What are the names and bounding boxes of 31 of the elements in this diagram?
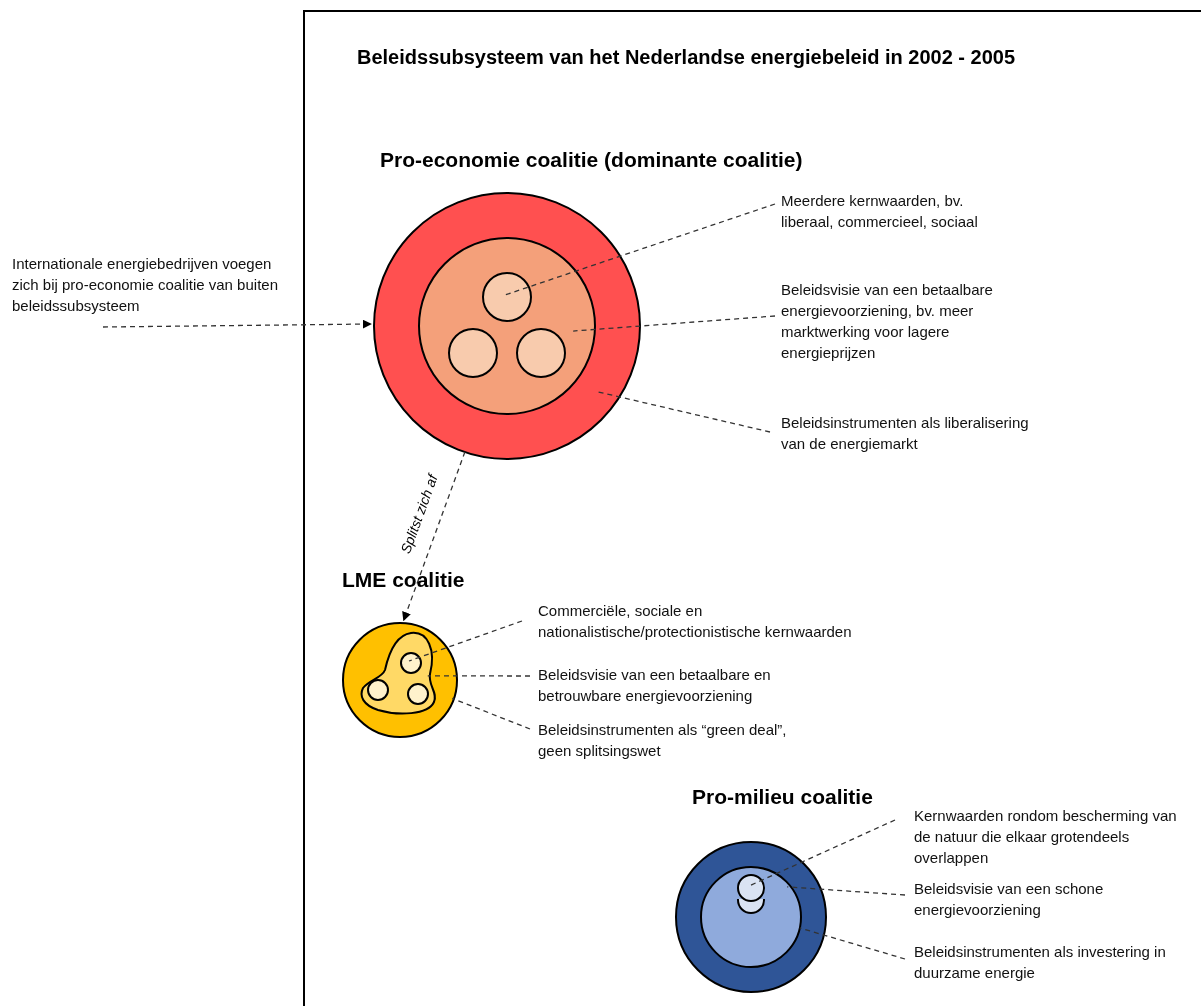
leader-line (799, 927, 906, 960)
arrow (102, 319, 372, 329)
subsystem-frame (303, 10, 1201, 1006)
leader-line (408, 620, 523, 662)
annotation-text: Internationale energiebedrijven voegen zich bij pro-economie coalitie van buiten beleidssubsysteem (12, 253, 302, 316)
small-circle (448, 328, 498, 378)
annotation-text: Meerdere kernwaarden, bv. liberaal, commercieel, sociaal (781, 190, 1016, 232)
coalition-heading: Pro-economie coalitie (dominante coalitie) (380, 148, 803, 172)
leader-line (504, 203, 776, 296)
leader-line (451, 697, 531, 730)
annotation-text: Beleidsvisie van een betaalbare en betrouwbare energievoorziening (538, 664, 813, 706)
leader-line (572, 315, 776, 332)
coalition-heading: Pro-milieu coalitie (692, 785, 873, 809)
leader-line (427, 675, 531, 677)
frame-heading: Beleidssubsysteem van het Nederlandse energiebeleid in 2002 - 2005 (357, 46, 1016, 69)
leader-line (748, 819, 896, 887)
small-circle (516, 328, 566, 378)
blob-shape (358, 630, 438, 718)
inner-circle (418, 237, 596, 415)
annotation-text: Beleidsinstrumenten als investering in duurzame energie (914, 941, 1179, 983)
leader-line (786, 886, 906, 896)
inner-circle (700, 866, 802, 968)
coalition-heading: LME coalitie (342, 568, 465, 592)
annotation-text: Beleidsvisie van een betaalbare energievoorziening, bv. meer marktwerking voor lagere energieprijzen (781, 279, 1031, 363)
annotation-text: Commerciële, sociale en nationalistische/protectionistische kernwaarden (538, 600, 913, 642)
small-circle (482, 272, 532, 322)
annotation-text: Beleidsinstrumenten als “green deal”, geen splitsingswet (538, 719, 793, 761)
annotation-text: Beleidsinstrumenten als liberalisering van de energiemarkt (781, 412, 1056, 454)
annotation-text: Beleidsvisie van een schone energievoorziening (914, 878, 1149, 920)
arrow (402, 451, 466, 622)
annotation-text: Kernwaarden rondom bescherming van de natuur die elkaar grotendeels overlappen (914, 805, 1189, 868)
